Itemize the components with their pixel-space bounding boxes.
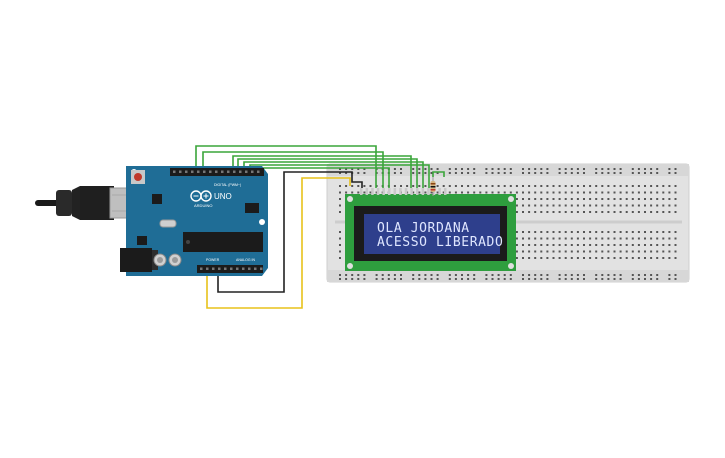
arduino-pin-headers <box>170 168 264 273</box>
arduino-brand-label: ARDUINO <box>194 203 212 208</box>
data-wire[interactable] <box>232 155 412 188</box>
data-wire[interactable] <box>432 171 445 177</box>
resistor[interactable] <box>430 176 436 196</box>
lcd-screen <box>364 214 500 254</box>
vcc-wire[interactable] <box>206 177 351 309</box>
arduino-uno[interactable]: ARDUINO UNO DIGITAL (PWM~) POWER ANALOG … <box>35 166 268 276</box>
gnd-wire[interactable] <box>217 171 363 293</box>
analog-header-label: ANALOG IN <box>236 258 256 262</box>
digital-header-label: DIGITAL (PWM~) <box>214 183 241 187</box>
lcd-line-1: OLA JORDANA <box>377 221 470 236</box>
arduino-logo <box>190 190 212 202</box>
arduino-model-label: UNO <box>214 192 232 201</box>
atmega-chip <box>183 232 263 252</box>
reset-button[interactable] <box>134 173 142 181</box>
data-wire[interactable] <box>202 151 384 188</box>
power-jack <box>120 248 152 272</box>
data-wire[interactable] <box>237 158 418 188</box>
power-header-label: POWER <box>206 258 220 262</box>
lcd-16x2[interactable]: OLA JORDANA ACESSO LIBERADO <box>345 188 516 271</box>
lcd-line-2: ACESSO LIBERADO <box>377 235 503 250</box>
data-wire[interactable] <box>195 145 377 188</box>
